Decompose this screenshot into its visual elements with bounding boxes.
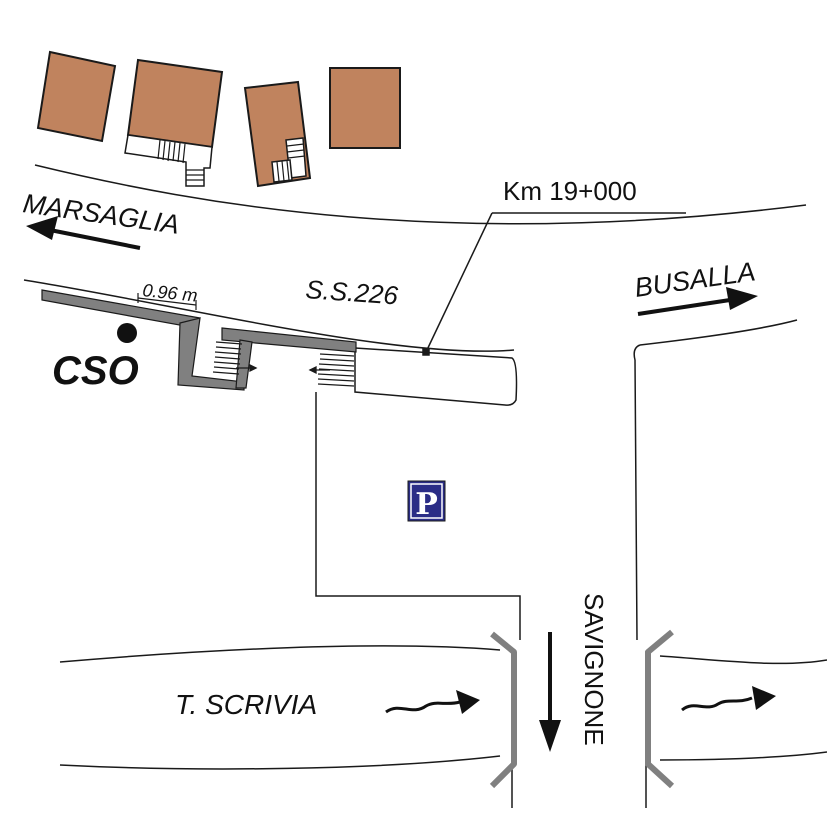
savignone-label: SAVIGNONE [579, 593, 609, 746]
annex-2 [124, 134, 213, 187]
parking-label: P [415, 487, 438, 522]
km-marker-leader [422, 212, 686, 356]
bridge-parapet-west [489, 631, 517, 789]
building-4 [329, 67, 401, 149]
wall-segment-3 [221, 327, 357, 353]
km-marker-label: Km 19+000 [503, 176, 637, 206]
building-annexes [124, 134, 307, 187]
parking-sign: P [407, 480, 446, 522]
road-code-label: S.S.226 [305, 274, 400, 310]
dimension-indicator [137, 293, 197, 310]
stairs-right [308, 353, 355, 387]
river-flow-west [385, 690, 480, 714]
building-2 [126, 58, 224, 149]
road-edge-south-east [639, 319, 798, 346]
savignone-arrow [539, 632, 561, 752]
busalla-arrow [637, 287, 758, 316]
river-flow-east [681, 686, 776, 712]
bridge-parapet-east [645, 629, 675, 789]
river-label: T. SCRIVIA [175, 689, 317, 720]
side-road-east-edge [633, 344, 641, 641]
cso-marker [117, 323, 137, 343]
river-bank-south-east [659, 751, 827, 761]
sidewalk-platform [354, 347, 518, 406]
side-road-west-edge [315, 392, 521, 640]
wall-segment-4 [235, 339, 253, 389]
stairs-annex-3 [276, 143, 306, 182]
river-bank-north-east [659, 655, 827, 665]
road-edge-north [34, 164, 807, 225]
roads [23, 164, 807, 808]
bridge [489, 629, 675, 789]
building-1 [36, 50, 117, 143]
river-bank-north-west [59, 645, 501, 663]
road-edge-south [23, 279, 515, 352]
river-bank-south-west [59, 755, 501, 770]
road-stairs [212, 341, 355, 387]
river [59, 645, 827, 770]
retaining-wall [41, 289, 357, 391]
stairs-annex-2 [157, 139, 204, 181]
buildings [36, 50, 401, 188]
cso-label: CSO [52, 349, 139, 393]
dimension-label: 0.96 m [142, 280, 199, 306]
stairs-left [212, 341, 258, 375]
marsaglia-arrow [26, 216, 141, 250]
